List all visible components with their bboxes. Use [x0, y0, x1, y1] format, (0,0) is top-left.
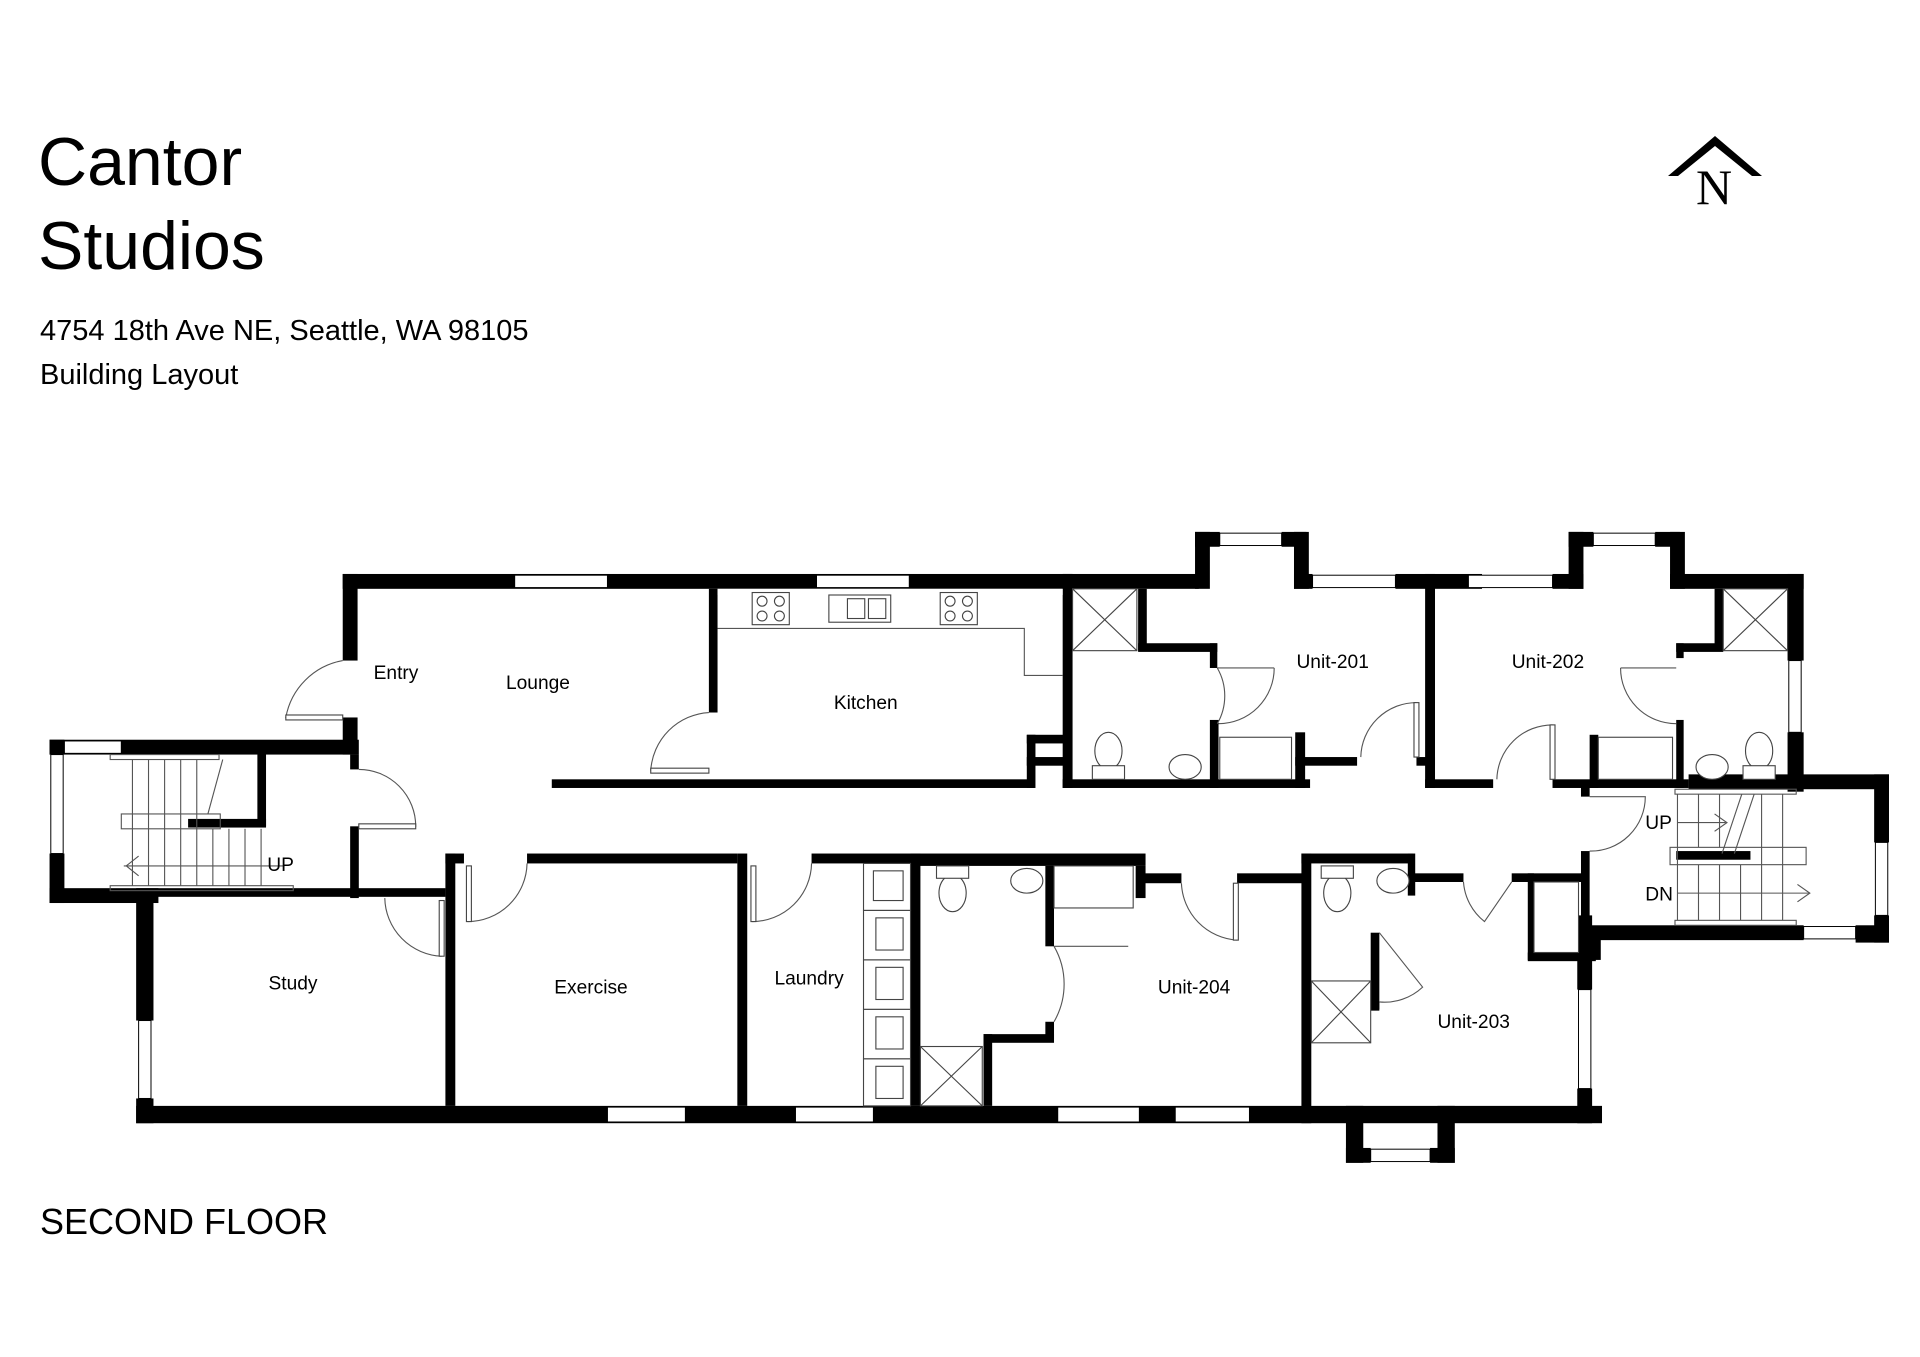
floor-label: SECOND FLOOR	[40, 1201, 329, 1242]
doors	[285, 660, 1677, 1023]
bathroom-fixtures	[919, 588, 1789, 1107]
laundry-fixtures	[862, 862, 912, 1107]
room-label-kitchen: Kitchen	[834, 693, 898, 714]
stair-label-west-up: UP	[267, 855, 294, 876]
room-label-entry: Entry	[374, 663, 419, 684]
room-label-unit-202: Unit-202	[1512, 652, 1584, 673]
room-label-laundry: Laundry	[774, 969, 844, 990]
room-label-exercise: Exercise	[554, 977, 627, 998]
building-address: 4754 18th Ave NE, Seattle, WA 98105	[40, 315, 529, 347]
stair-label-east-up: UP	[1645, 813, 1672, 834]
building-title-line1: Cantor	[38, 124, 243, 200]
north-arrow-icon: N	[1668, 136, 1762, 216]
document-subtitle: Building Layout	[40, 359, 239, 391]
kitchen-fixtures	[717, 588, 1063, 676]
north-label: N	[1696, 159, 1733, 215]
room-label-study: Study	[269, 974, 318, 995]
room-labels: Entry Lounge Kitchen Unit-201 Unit-202 S…	[267, 652, 1673, 1033]
room-label-unit-203: Unit-203	[1437, 1012, 1509, 1033]
room-label-lounge: Lounge	[506, 673, 570, 694]
stair-label-east-dn: DN	[1645, 885, 1673, 906]
building-title-line2: Studios	[38, 208, 265, 284]
windows	[50, 532, 1889, 1163]
room-label-unit-201: Unit-201	[1296, 652, 1368, 673]
room-label-unit-204: Unit-204	[1158, 977, 1231, 998]
west-stairs	[109, 754, 294, 892]
east-stairs	[1669, 788, 1811, 926]
